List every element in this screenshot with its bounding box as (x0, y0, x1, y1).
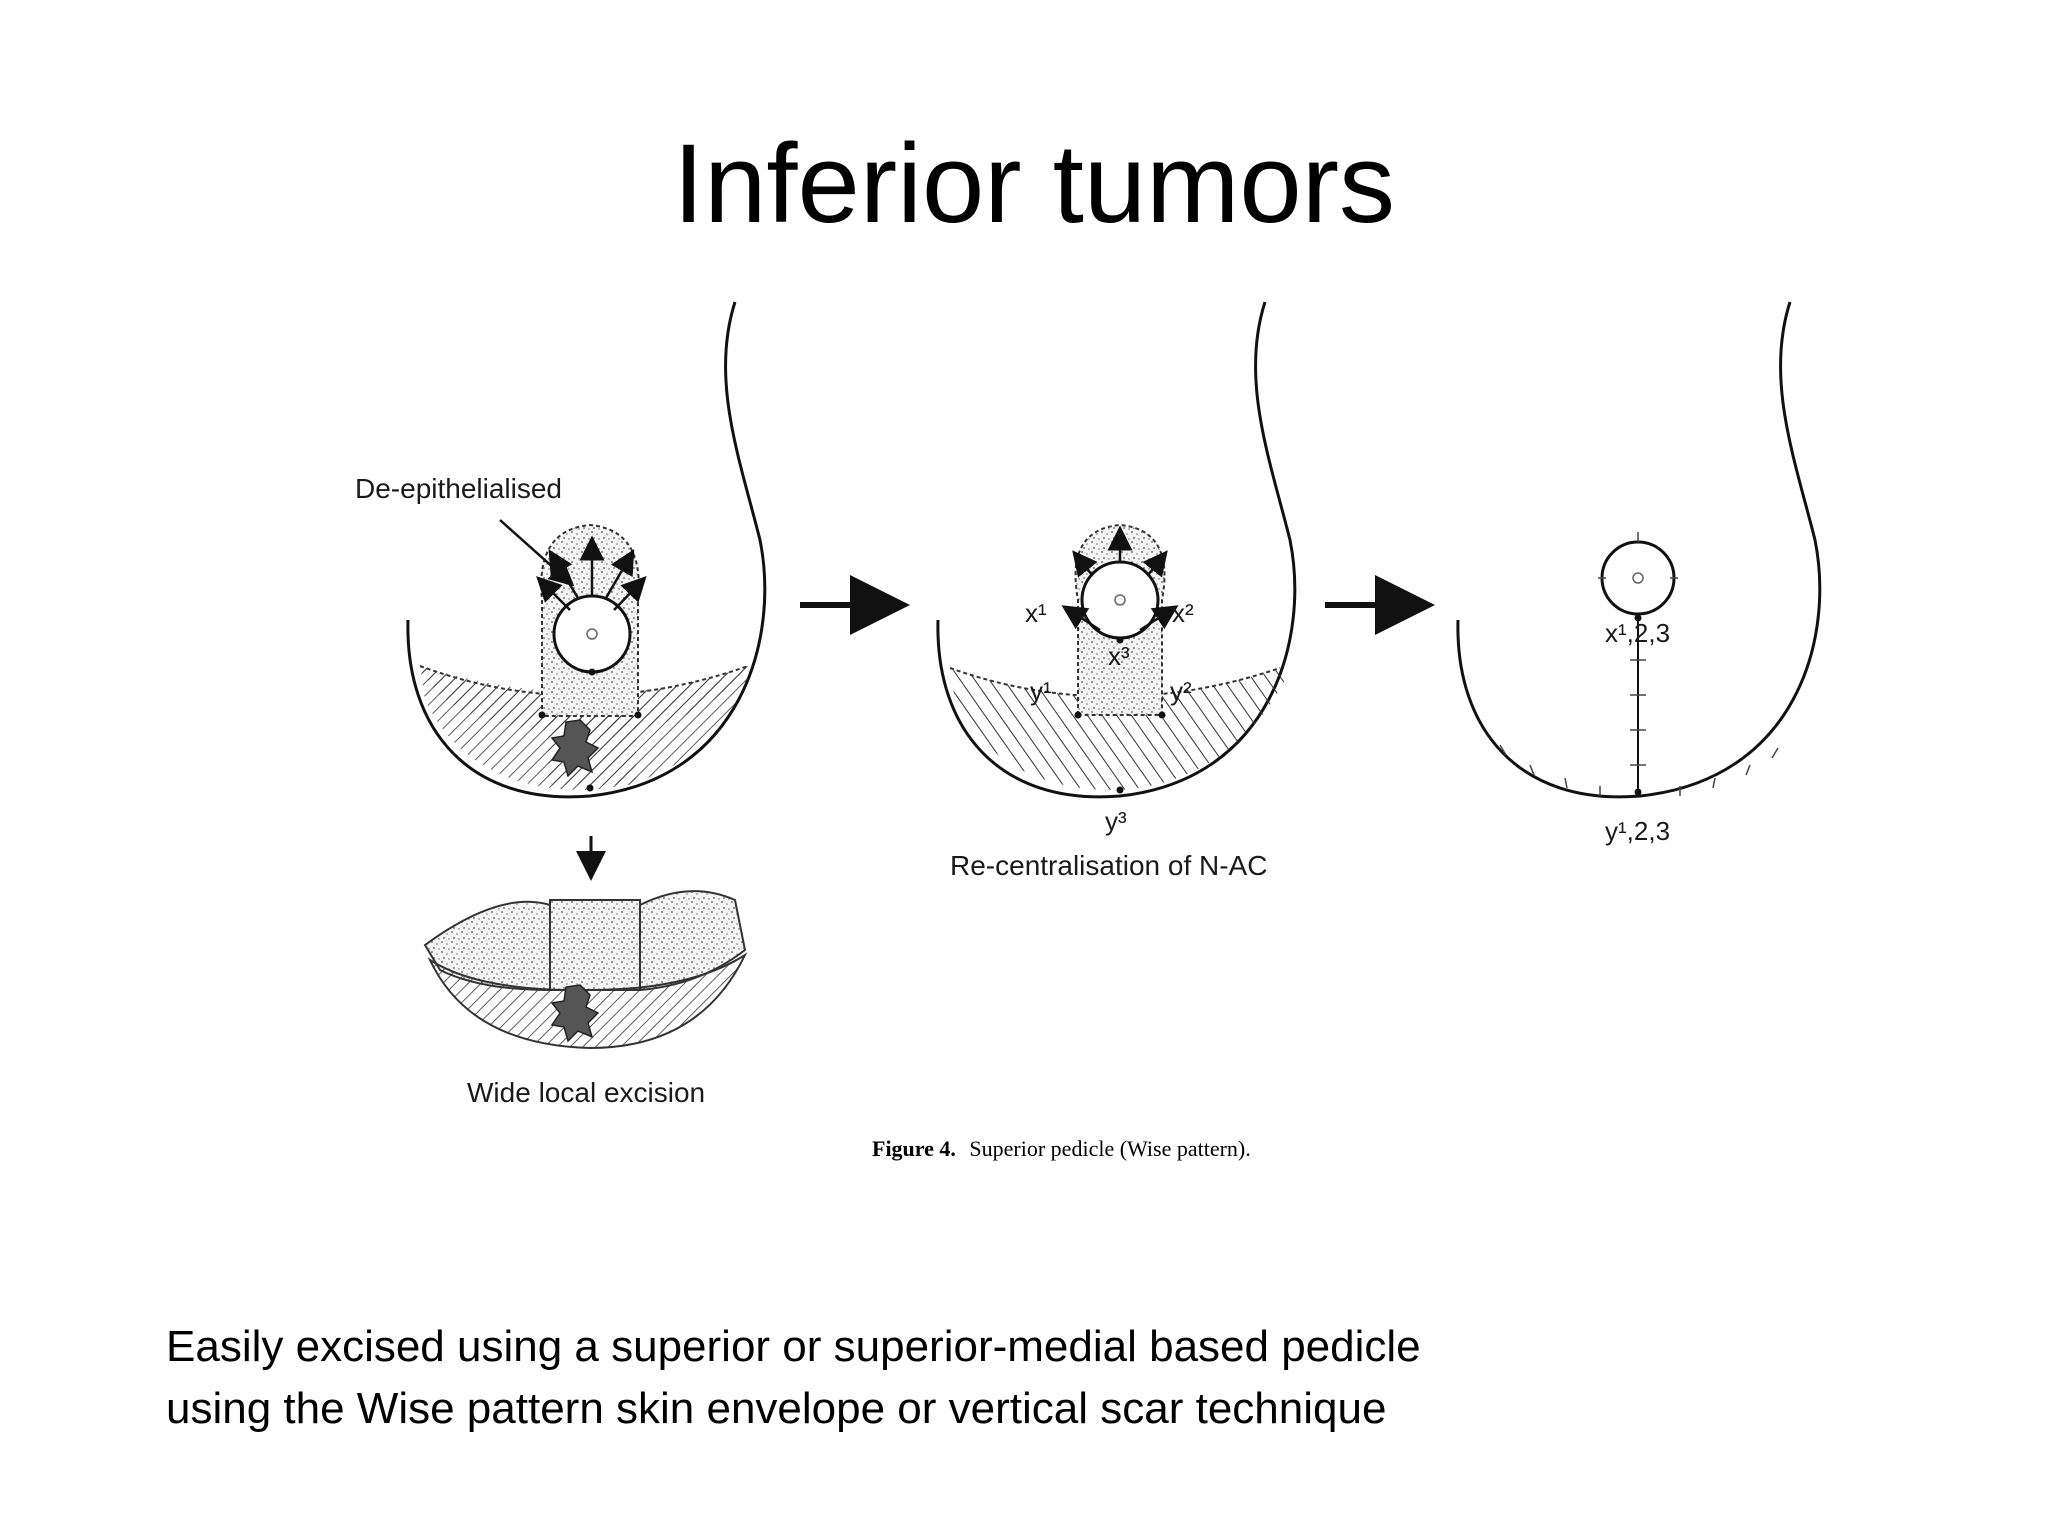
nipple-areola-3 (1600, 540, 1676, 616)
figure-caption: Figure 4. Superior pedicle (Wise pattern… (872, 1136, 1251, 1161)
body-line-2: using the Wise pattern skin envelope or … (166, 1384, 1387, 1433)
tumor-1 (550, 719, 600, 778)
label-x123: x¹,2,3 (1605, 618, 1670, 648)
dashed-crescent-1 (419, 665, 749, 697)
tumor-2 (550, 984, 600, 1043)
label-re-centralisation: Re-centralisation of N-AC (950, 850, 1267, 881)
label-x3: x³ (1108, 641, 1130, 671)
figure-caption-number: Figure 4. (872, 1136, 956, 1161)
dashed-crescent-2 (949, 667, 1281, 698)
label-x1: x¹ (1025, 598, 1047, 628)
excised-specimen: Wide local excision (423, 890, 748, 1108)
breast-outline-3 (1456, 301, 1822, 799)
pointing-arrows-1 (499, 519, 647, 611)
breast-outline-1 (406, 301, 767, 799)
figure-caption-text: Superior pedicle (Wise pattern). (969, 1136, 1250, 1161)
body-text: Easily excised using a superior or super… (166, 1316, 1866, 1440)
label-y3: y³ (1105, 806, 1127, 836)
label-y1: y¹ (1030, 676, 1052, 706)
panel-1-before: De-epithelialised (355, 301, 767, 799)
panel-2-recentralisation: x¹ x² x³ y¹ y² y³ Re-centralisation of N… (936, 301, 1297, 881)
body-line-1: Easily excised using a superior or super… (166, 1322, 1421, 1371)
label-x2: x² (1172, 598, 1194, 628)
label-y123: y¹,2,3 (1605, 816, 1670, 846)
nipple-areola-1 (552, 594, 632, 674)
label-wide-local-excision: Wide local excision (467, 1077, 705, 1108)
label-y2: y² (1170, 676, 1192, 706)
label-de-epithelialised: De-epithelialised (355, 473, 562, 504)
slide-title: Inferior tumors (673, 121, 1395, 246)
panel-3-result: x¹,2,3 y¹,2,3 (1456, 301, 1822, 846)
